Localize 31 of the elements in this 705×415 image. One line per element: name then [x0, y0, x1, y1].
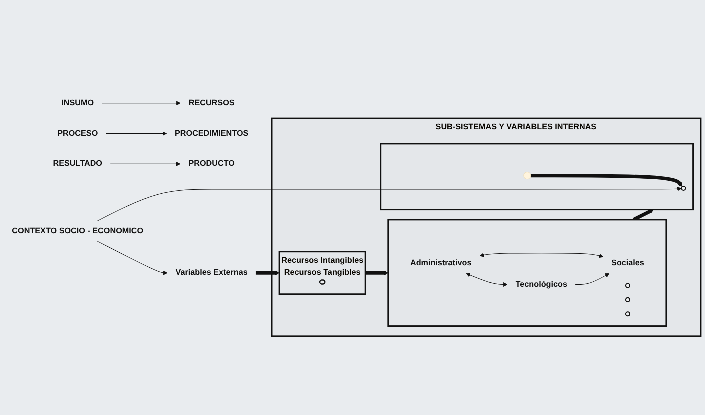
- arrow: [102, 101, 181, 106]
- arrow: [480, 253, 604, 258]
- node-text: RECURSOS: [188, 99, 235, 108]
- node-text: INSUMO: [62, 99, 94, 108]
- arrow: [110, 162, 181, 167]
- node-circle: [681, 186, 686, 192]
- node-text: Sociales: [612, 259, 644, 268]
- node-text: PROCEDIMIENTOS: [174, 129, 249, 138]
- cluster: [388, 219, 668, 328]
- node-text: PRODUCTO: [188, 160, 235, 168]
- arrow: [466, 273, 508, 288]
- arrow: [97, 241, 168, 276]
- node-text: PROCESO: [58, 129, 98, 138]
- cluster: [380, 143, 694, 211]
- node-text: Tecnológicos: [516, 280, 568, 290]
- arrow: [575, 274, 610, 286]
- node-circle: [625, 312, 631, 317]
- arrow: [256, 271, 280, 276]
- cluster: [278, 251, 366, 296]
- node-circle: [625, 298, 631, 303]
- node-text: CONTEXTO SOCIO - ECONOMICO: [12, 227, 144, 236]
- arrow: [632, 209, 654, 222]
- arrow: [97, 187, 682, 222]
- arrow: [531, 174, 683, 188]
- node-text: Variables Externas: [176, 268, 248, 278]
- arrow: [106, 132, 168, 136]
- arrow: [365, 271, 389, 276]
- node-text: Administrativos: [410, 259, 472, 268]
- node-circle: [625, 284, 631, 289]
- node-text: RESULTADO: [53, 160, 102, 168]
- cluster: [271, 118, 702, 338]
